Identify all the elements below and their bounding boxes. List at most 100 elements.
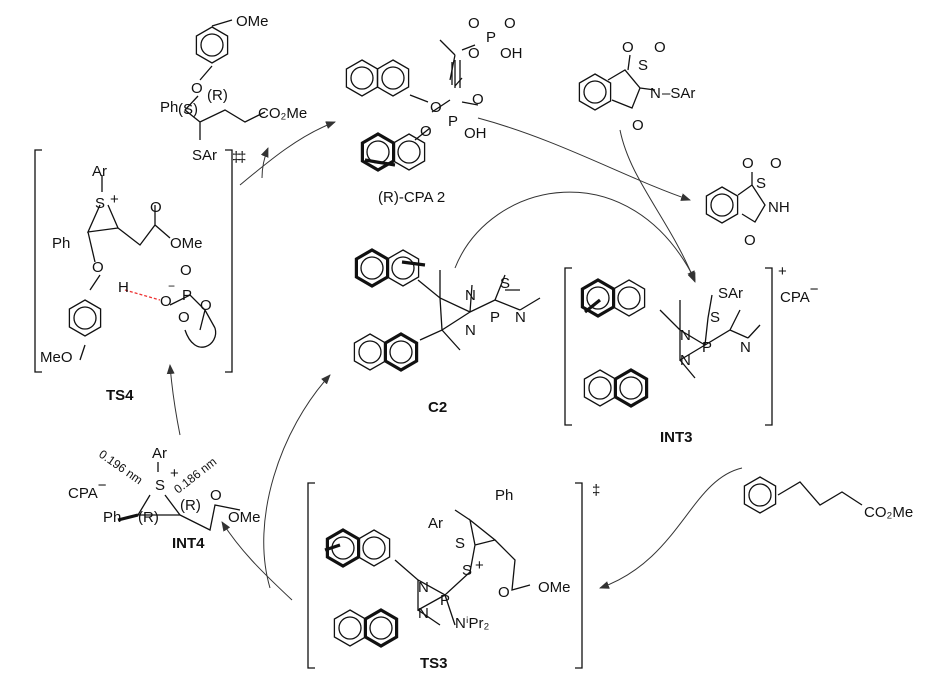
charge: + bbox=[475, 557, 484, 574]
arrow-ts4-to-product bbox=[260, 147, 269, 179]
label: N bbox=[465, 287, 476, 304]
label: Ar bbox=[428, 515, 443, 532]
dagger: ‡ bbox=[232, 149, 240, 166]
arrow-ts3-to-int4 bbox=[221, 521, 293, 601]
label: O bbox=[632, 117, 644, 134]
label: P bbox=[440, 592, 450, 609]
label: P bbox=[182, 287, 192, 304]
arrow-c2-to-int3 bbox=[454, 191, 696, 281]
label: O bbox=[420, 123, 432, 140]
label: OMe bbox=[170, 235, 203, 252]
brackets bbox=[34, 149, 773, 669]
label: N bbox=[418, 579, 429, 596]
arrow-int3-to-ts3 bbox=[599, 467, 743, 589]
aromatic-ring bbox=[383, 332, 419, 372]
compound-label: C2 bbox=[428, 399, 447, 416]
arrow-reagent-to-int3 bbox=[619, 129, 696, 283]
label: N bbox=[650, 85, 661, 102]
label: O bbox=[504, 15, 516, 32]
compound-label: TS3 bbox=[420, 655, 448, 672]
aromatic-circle bbox=[588, 376, 612, 400]
label: N bbox=[515, 309, 526, 326]
aromatic-ring bbox=[363, 608, 399, 648]
label: P bbox=[702, 339, 712, 356]
label: O bbox=[180, 262, 192, 279]
label: N bbox=[740, 339, 751, 356]
label: SAr bbox=[718, 285, 743, 302]
label: O bbox=[210, 487, 222, 504]
label: Ph bbox=[160, 99, 178, 116]
label: Ph bbox=[495, 487, 513, 504]
label: OMe bbox=[538, 579, 571, 596]
label: O bbox=[200, 297, 212, 314]
label: O bbox=[498, 584, 510, 601]
label: S bbox=[455, 535, 465, 552]
product-labels: OMe O Ph (S) (R) CO₂Me SAr ‡ bbox=[160, 13, 307, 166]
aromatic-ring bbox=[705, 186, 739, 224]
label: NⁱPr₂ bbox=[455, 615, 490, 632]
aromatic-circle bbox=[748, 483, 772, 507]
aromatic-ring bbox=[392, 133, 426, 171]
arrow-cpa-to-saccharin bbox=[477, 117, 691, 201]
label: (R) bbox=[207, 87, 228, 104]
aromatic-circle bbox=[369, 616, 393, 640]
label: S bbox=[155, 477, 165, 494]
label: O bbox=[744, 232, 756, 249]
label: Ar bbox=[152, 445, 167, 462]
aromatic-circle bbox=[583, 80, 607, 104]
label: P bbox=[448, 113, 458, 130]
label: N bbox=[418, 605, 429, 622]
label: O bbox=[468, 15, 480, 32]
c2-labels: N N PS N C2 bbox=[428, 275, 526, 416]
label: P bbox=[490, 309, 500, 326]
aromatic-circle bbox=[73, 306, 97, 330]
label: NH bbox=[768, 199, 790, 216]
aromatic-rings bbox=[68, 26, 777, 648]
aromatic-ring bbox=[743, 476, 777, 514]
aromatic-circle bbox=[360, 256, 384, 280]
aromatic-circle bbox=[586, 286, 610, 310]
label: S bbox=[710, 309, 720, 326]
label: Ph bbox=[52, 235, 70, 252]
aromatic-ring bbox=[578, 73, 612, 111]
charge: + bbox=[778, 263, 787, 280]
dagger: ‡ bbox=[238, 149, 246, 166]
aromatic-ring bbox=[386, 249, 420, 287]
label: O bbox=[654, 39, 666, 56]
label: OH bbox=[464, 125, 487, 142]
compound-label: INT4 bbox=[172, 535, 205, 552]
label: O bbox=[150, 199, 162, 216]
label: S bbox=[95, 195, 105, 212]
label: OH bbox=[500, 45, 523, 62]
label: N bbox=[465, 322, 476, 339]
aromatic-ring bbox=[612, 279, 646, 317]
compound-label: (R)-CPA 2 bbox=[378, 189, 445, 206]
arrow-ts3-to-c2 bbox=[263, 374, 331, 589]
label: OMe bbox=[236, 13, 269, 30]
charge: + bbox=[110, 191, 119, 208]
label: O bbox=[742, 155, 754, 172]
aromatic-ring bbox=[376, 59, 410, 97]
label: –SAr bbox=[662, 85, 695, 102]
label: (R) bbox=[138, 509, 159, 526]
aromatic-ring bbox=[68, 299, 102, 337]
label: O bbox=[430, 99, 442, 116]
counterion: CPA− bbox=[68, 477, 107, 502]
label: SAr bbox=[192, 147, 217, 164]
label: O bbox=[472, 91, 484, 108]
charge: + bbox=[170, 465, 179, 482]
aromatic-circle bbox=[350, 66, 374, 90]
aromatic-circle bbox=[381, 66, 405, 90]
label: O bbox=[92, 259, 104, 276]
label: S bbox=[500, 275, 510, 292]
counterion: CPA− bbox=[780, 281, 819, 306]
label: O bbox=[178, 309, 190, 326]
aromatic-ring bbox=[357, 529, 391, 567]
label: N bbox=[680, 352, 691, 369]
label: N bbox=[680, 327, 691, 344]
label: S bbox=[756, 175, 766, 192]
